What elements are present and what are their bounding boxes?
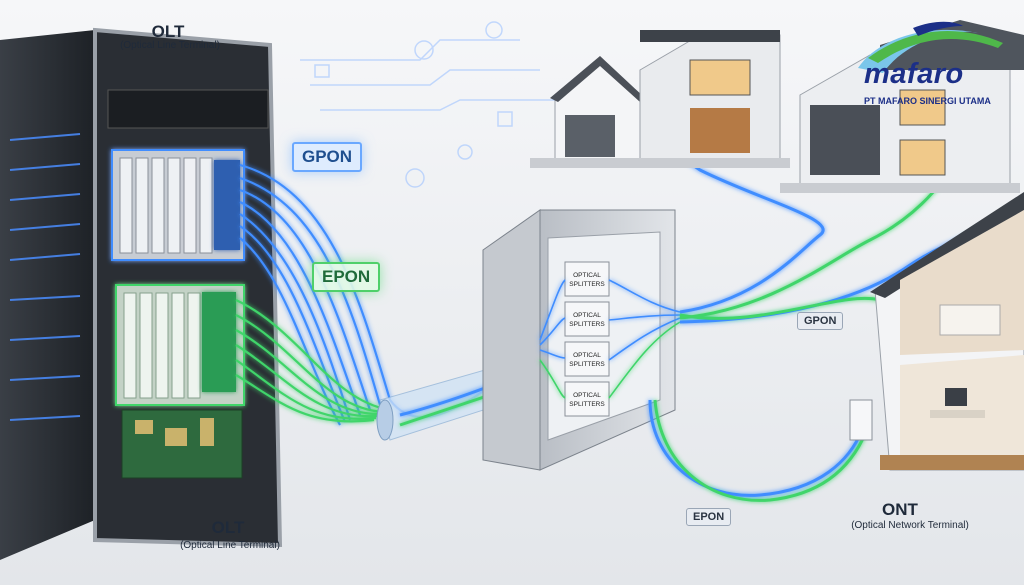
- olt-bottom-subtitle: (Optical Line Terminal): [180, 540, 280, 551]
- house-2: [780, 20, 1024, 193]
- splitter-label-1b: SPLITTERS: [569, 281, 605, 288]
- epon-port-block: [202, 292, 236, 392]
- splitter-label-3a: OPTICAL: [573, 352, 601, 359]
- olt-top-subtitle: (Optical Line Terminal): [120, 40, 220, 51]
- olt-bottom-title: OLT: [211, 518, 245, 537]
- ont-title: ONT: [882, 500, 918, 519]
- gpon-label: GPON: [292, 142, 363, 172]
- splitter-label-2a: OPTICAL: [573, 312, 601, 319]
- splitter-label-1a: OPTICAL: [573, 272, 601, 279]
- house-1: [530, 30, 790, 168]
- splitter-label-4b: SPLITTERS: [569, 401, 605, 408]
- ont-subtitle: (Optical Network Terminal): [851, 520, 969, 531]
- house-3-cutaway: [849, 192, 1024, 471]
- logo-swoosh-icon: [858, 21, 1003, 73]
- splitter-label-3b: SPLITTERS: [569, 361, 605, 368]
- epon-label: EPON: [312, 262, 381, 292]
- logo-tagline: PT MAFARO SINERGI UTAMA: [864, 96, 991, 106]
- epon-small-label: EPON: [686, 508, 732, 526]
- gpon-port-block: [214, 160, 240, 250]
- splitter-label-4a: OPTICAL: [573, 392, 601, 399]
- splitter-label-2b: SPLITTERS: [569, 321, 605, 328]
- ont-wall-outlet: [849, 399, 873, 441]
- mafaro-logo: mafaro PT MAFARO SINERGI UTAMA: [838, 18, 1016, 114]
- olt-rack: [0, 27, 283, 560]
- logo-wordmark: mafaro: [864, 58, 964, 90]
- network-icons-decoration: [300, 21, 560, 188]
- optical-splitter-modules: [564, 261, 610, 417]
- olt-top-title: OLT: [151, 22, 185, 41]
- gpon-small-label: GPON: [797, 312, 844, 330]
- splitter-cabinet: OPTICAL SPLITTERS OPTICAL SPLITTERS OPTI…: [482, 209, 681, 471]
- epon-fiber-bundle: [235, 299, 391, 423]
